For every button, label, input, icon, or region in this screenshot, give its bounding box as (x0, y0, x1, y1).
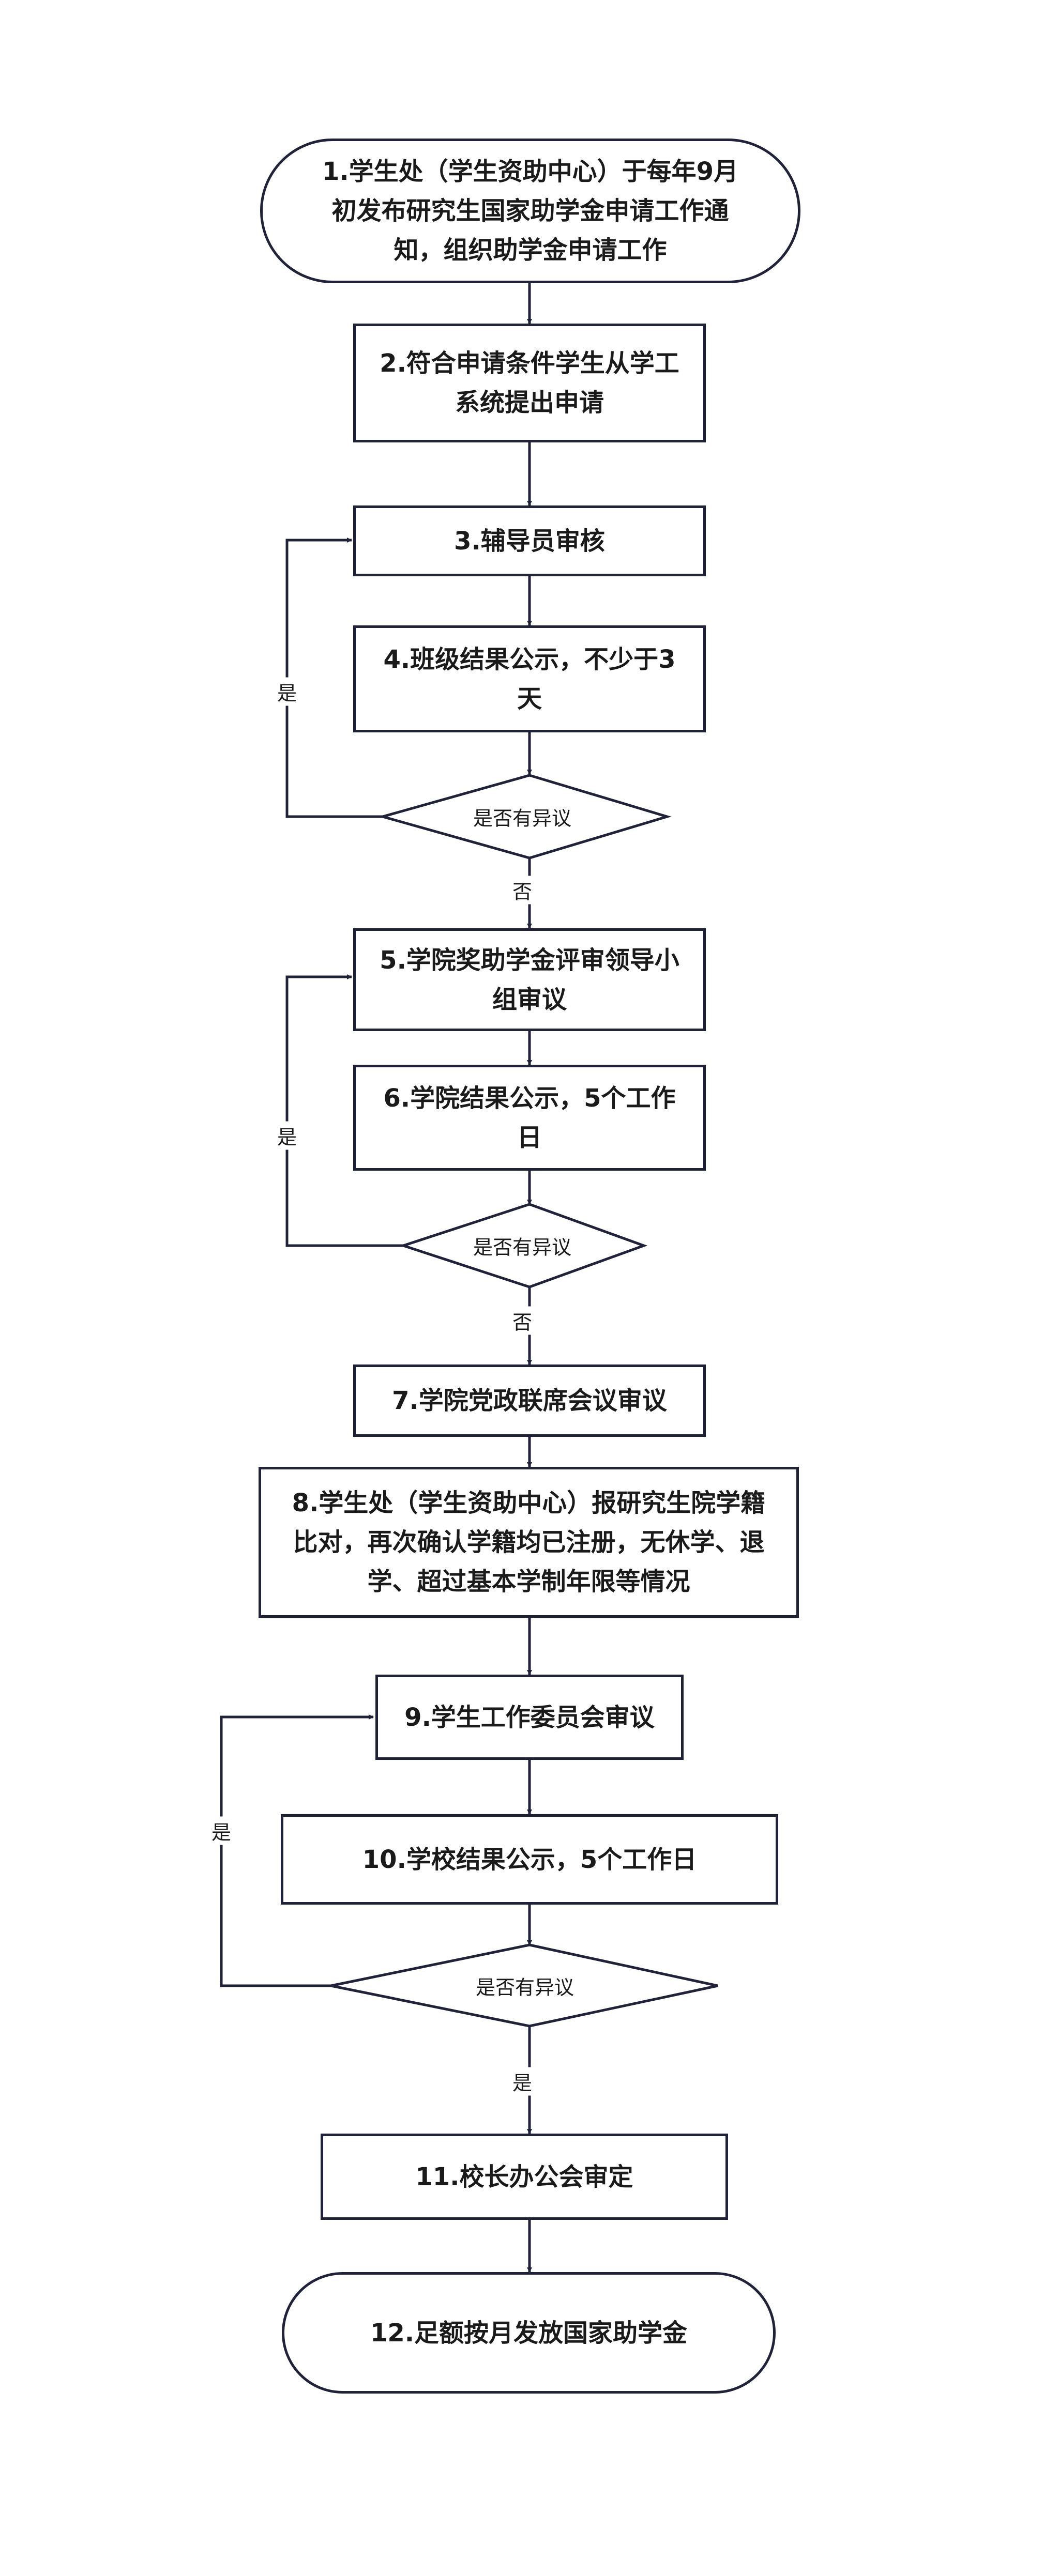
decision-2-label: 是否有异议 (473, 1236, 572, 1259)
step-3: 3.辅导员审核 (353, 505, 706, 576)
decision-diamond-1 (377, 774, 672, 860)
decision-diamond-3 (330, 1943, 718, 2028)
edge-label-yes-down-3: 是 (509, 2067, 536, 2096)
decision-3-label: 是否有异议 (475, 1976, 574, 1999)
step-2: 2.符合申请条件学生从学工系统提出申请 (353, 324, 706, 442)
step-12-end: 12.足额按月发放国家助学金 (282, 2272, 776, 2394)
loop-d3-to-9 (220, 1714, 374, 1987)
edge-label-yes-2: 是 (274, 1121, 300, 1150)
step-1-start: 1.学生处（学生资助中心）于每年9月初发布研究生国家助学金申请工作通知，组织助学… (260, 139, 800, 283)
step-10: 10.学校结果公示，5个工作日 (281, 1814, 778, 1905)
step-11: 11.校长办公会审定 (321, 2134, 728, 2220)
step-7: 7.学院党政联席会议审议 (353, 1364, 706, 1437)
edge-label-yes-1: 是 (274, 677, 300, 706)
decision-1-label: 是否有异议 (473, 807, 572, 830)
edge-label-no-1: 否 (509, 876, 536, 904)
decision-diamond-2 (399, 1203, 648, 1289)
step-5: 5.学院奖助学金评审领导小组审议 (353, 928, 706, 1031)
step-8: 8.学生处（学生资助中心）报研究生院学籍比对，再次确认学籍均已注册，无休学、退学… (259, 1467, 799, 1618)
edge-label-no-2: 否 (509, 1306, 536, 1335)
step-9: 9.学生工作委员会审议 (375, 1675, 684, 1760)
step-6: 6.学院结果公示，5个工作日 (353, 1065, 706, 1171)
loop-d2-to-5 (285, 974, 403, 1247)
edge-label-yes-3: 是 (208, 1816, 235, 1845)
